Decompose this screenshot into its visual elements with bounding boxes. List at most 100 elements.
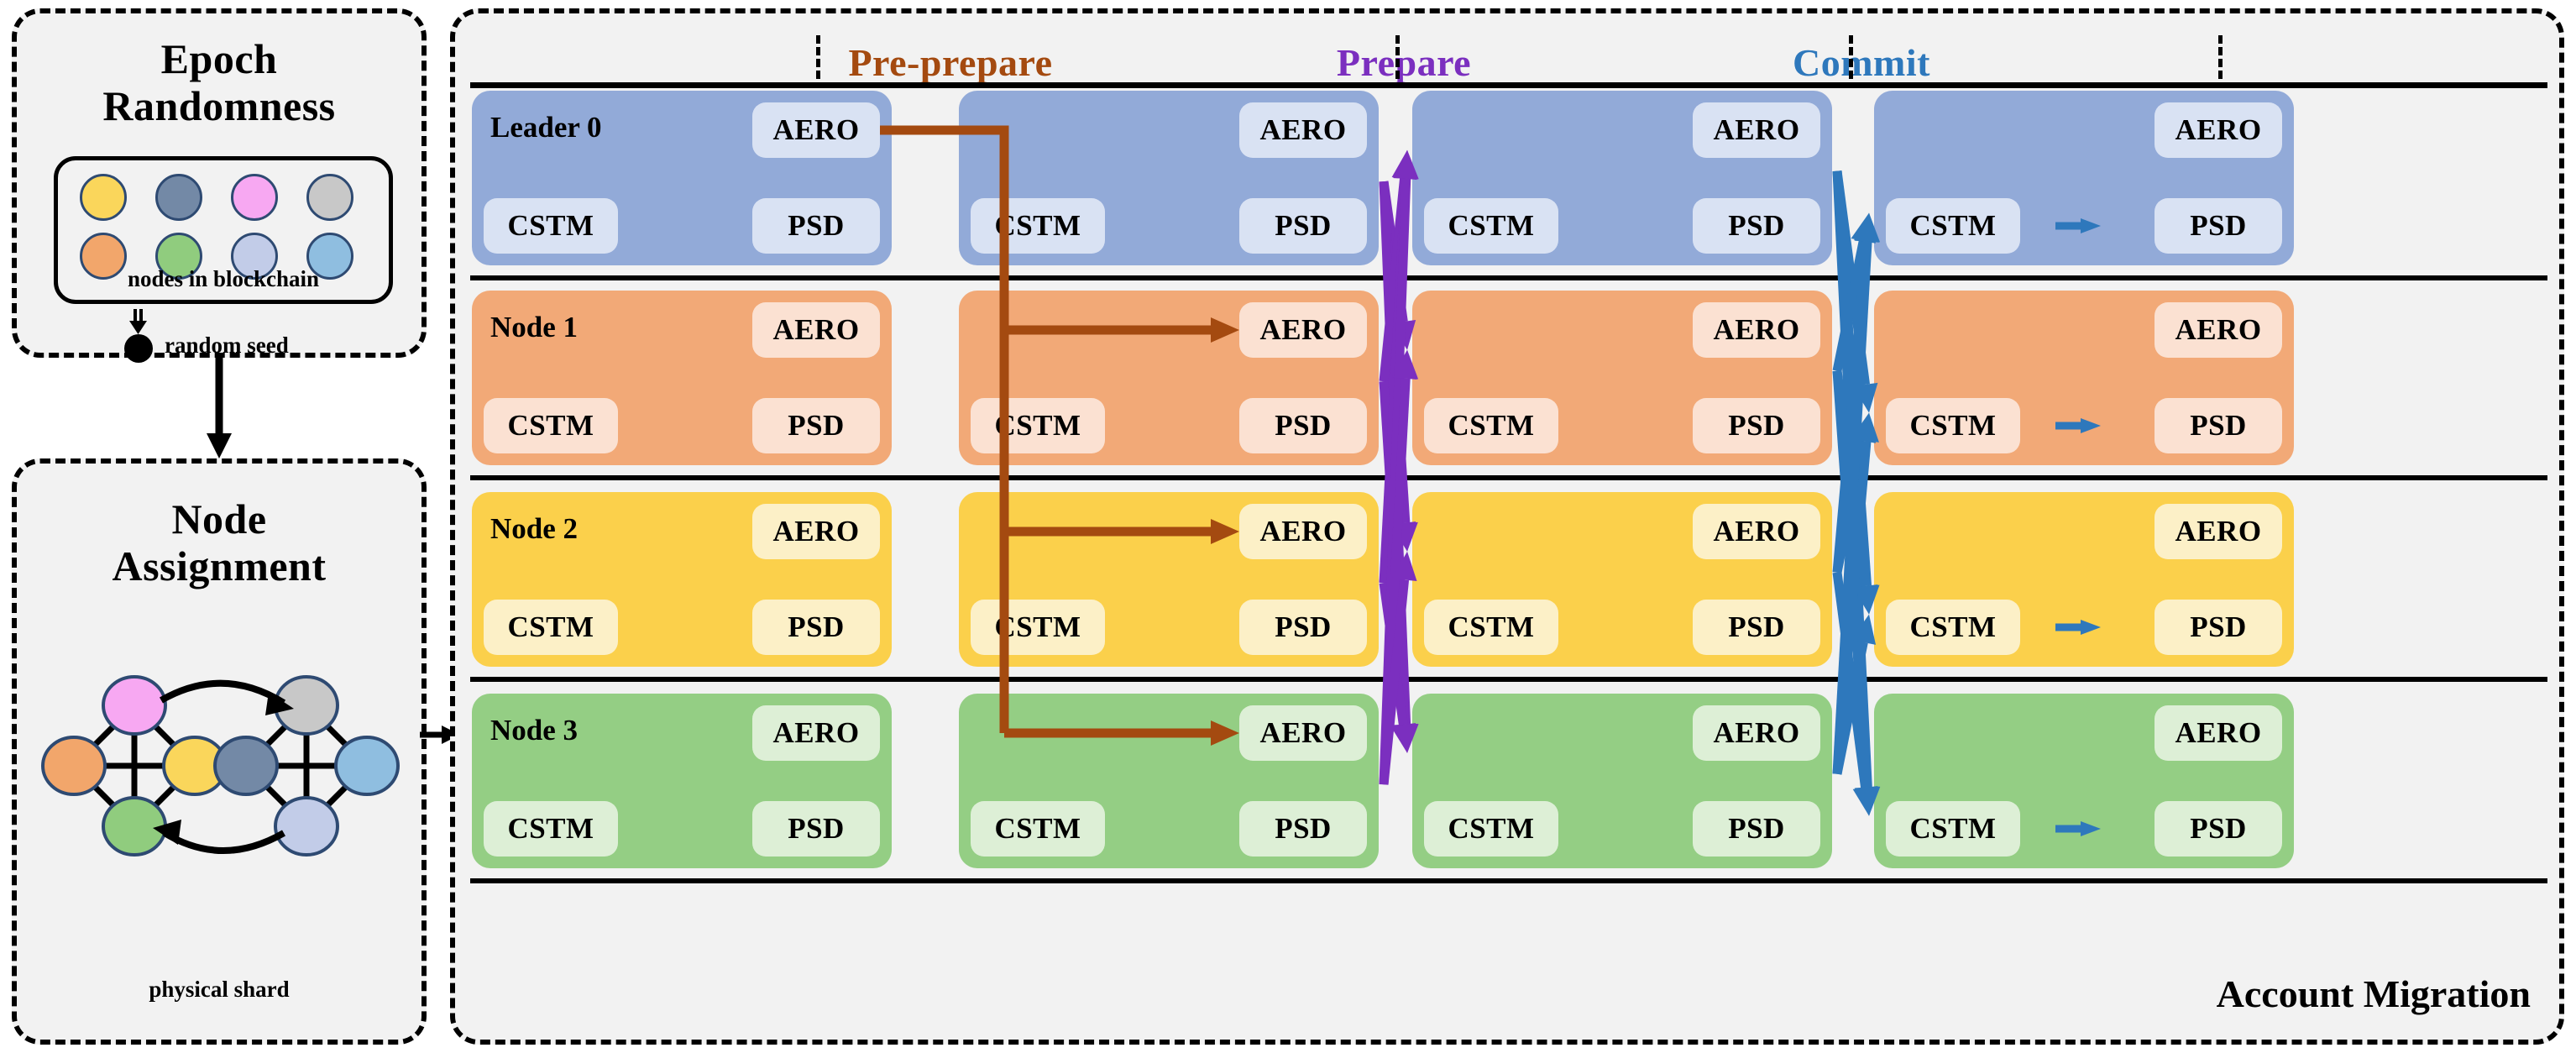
phase-divider <box>1395 35 1400 79</box>
aero-chip[interactable]: AERO <box>2155 302 2282 358</box>
commit-arrow-head <box>1854 412 1879 443</box>
prepare-arrow-head <box>1390 722 1416 753</box>
psd-chip[interactable]: PSD <box>2155 600 2282 655</box>
cstm-chip[interactable]: CSTM <box>1424 600 1558 655</box>
blockchain-node-dot <box>80 233 127 280</box>
epoch-title-line2: Randomness <box>102 82 336 129</box>
cstm-chip[interactable]: CSTM <box>1886 600 2020 655</box>
psd-chip[interactable]: PSD <box>1693 801 1820 857</box>
row-separator <box>470 677 2547 682</box>
shard-a-node-left <box>41 736 107 796</box>
cstm-chip[interactable]: CSTM <box>1424 398 1558 453</box>
cstm-chip[interactable]: CSTM <box>971 600 1105 655</box>
commit-arrow-head <box>1851 614 1877 645</box>
node-cell[interactable]: AERO CSTM PSD <box>959 291 1379 465</box>
commit-arrow-head <box>1852 584 1878 615</box>
epoch-randomness-panel: Epoch Randomness nodes in blockchain ran… <box>12 8 427 363</box>
aero-chip[interactable]: AERO <box>752 504 880 559</box>
node-row-label: Node 3 <box>490 714 579 747</box>
psd-chip[interactable]: PSD <box>1239 198 1367 254</box>
aero-chip[interactable]: AERO <box>1693 705 1820 761</box>
node-cell[interactable]: Node 1 AERO CSTM PSD <box>472 291 892 465</box>
aero-chip[interactable]: AERO <box>1693 102 1820 158</box>
psd-chip[interactable]: PSD <box>752 801 880 857</box>
epoch-to-assignment-connector <box>207 356 232 458</box>
cstm-chip[interactable]: CSTM <box>971 198 1105 254</box>
node-cell[interactable]: AERO CSTM PSD <box>959 694 1379 868</box>
psd-chip[interactable]: PSD <box>2155 198 2282 254</box>
aero-chip[interactable]: AERO <box>752 302 880 358</box>
physical-shard-caption: physical shard <box>149 977 290 1002</box>
node-cell[interactable]: AERO CSTM PSD <box>1412 492 1832 667</box>
cstm-chip[interactable]: CSTM <box>971 801 1105 857</box>
aero-chip[interactable]: AERO <box>752 102 880 158</box>
blockchain-node-dot <box>155 174 202 221</box>
cstm-chip[interactable]: CSTM <box>1886 198 2020 254</box>
phase-label-commit: Commit <box>1793 41 1930 84</box>
node-row-label: Node 1 <box>490 311 579 343</box>
node-cell[interactable]: AERO CSTM PSD <box>1412 694 1832 868</box>
nodes-in-blockchain-card: nodes in blockchain <box>54 156 393 304</box>
aero-chip[interactable]: AERO <box>1693 302 1820 358</box>
commit-arrow <box>1832 239 1868 372</box>
psd-chip[interactable]: PSD <box>1693 198 1820 254</box>
node-cell[interactable]: AERO CSTM PSD <box>1874 492 2294 667</box>
node-cell[interactable]: AERO CSTM PSD <box>1874 694 2294 868</box>
psd-chip[interactable]: PSD <box>1239 801 1367 857</box>
node-cell[interactable]: AERO CSTM PSD <box>959 492 1379 667</box>
blockchain-node-dot <box>80 174 127 221</box>
cstm-chip[interactable]: CSTM <box>1886 398 2020 453</box>
node-cell[interactable]: Node 3 AERO CSTM PSD <box>472 694 892 868</box>
cstm-chip[interactable]: CSTM <box>1886 801 2020 857</box>
psd-chip[interactable]: PSD <box>752 198 880 254</box>
prepare-arrow-head <box>1391 551 1417 582</box>
node-cell[interactable]: AERO CSTM PSD <box>1874 291 2294 465</box>
psd-chip[interactable]: PSD <box>2155 398 2282 453</box>
psd-chip[interactable]: PSD <box>1239 398 1367 453</box>
psd-chip[interactable]: PSD <box>752 600 880 655</box>
pre-prepare-arrow-head <box>1211 720 1239 746</box>
account-migration-arrow <box>2055 418 2102 433</box>
cstm-chip[interactable]: CSTM <box>1424 198 1558 254</box>
shard-a-node-top <box>102 675 167 736</box>
cstm-chip[interactable]: CSTM <box>971 398 1105 453</box>
node-cell[interactable]: AERO CSTM PSD <box>1412 291 1832 465</box>
aero-chip[interactable]: AERO <box>2155 705 2282 761</box>
aero-chip[interactable]: AERO <box>1239 102 1367 158</box>
psd-chip[interactable]: PSD <box>2155 801 2282 857</box>
shard-b-node-left <box>213 736 279 796</box>
prepare-arrow-head <box>1393 349 1419 380</box>
header-rule <box>470 82 2547 88</box>
aero-chip[interactable]: AERO <box>1693 504 1820 559</box>
cstm-chip[interactable]: CSTM <box>484 198 618 254</box>
aero-chip[interactable]: AERO <box>1239 302 1367 358</box>
aero-chip[interactable]: AERO <box>752 705 880 761</box>
aero-chip[interactable]: AERO <box>1239 705 1367 761</box>
row-separator <box>470 878 2547 883</box>
node-cell[interactable]: AERO CSTM PSD <box>1874 91 2294 265</box>
cstm-chip[interactable]: CSTM <box>484 600 618 655</box>
pre-prepare-arrow-head <box>1211 519 1239 544</box>
commit-arrow <box>1832 641 1868 775</box>
aero-chip[interactable]: AERO <box>1239 504 1367 559</box>
cstm-chip[interactable]: CSTM <box>484 398 618 453</box>
cstm-chip[interactable]: CSTM <box>484 801 618 857</box>
account-migration-label: Account Migration <box>2216 972 2531 1015</box>
row-separator <box>470 275 2547 280</box>
aero-chip[interactable]: AERO <box>2155 102 2282 158</box>
shard-b-node-bottom <box>274 796 339 857</box>
node-cell[interactable]: AERO CSTM PSD <box>1412 91 1832 265</box>
psd-chip[interactable]: PSD <box>1693 398 1820 453</box>
psd-chip[interactable]: PSD <box>1693 600 1820 655</box>
node-cell[interactable]: AERO CSTM PSD <box>959 91 1379 265</box>
migration-arrow-b-to-a <box>162 830 285 854</box>
psd-chip[interactable]: PSD <box>1239 600 1367 655</box>
aero-chip[interactable]: AERO <box>2155 504 2282 559</box>
physical-shard-graph <box>41 675 400 857</box>
psd-chip[interactable]: PSD <box>752 398 880 453</box>
cstm-chip[interactable]: CSTM <box>1424 801 1558 857</box>
